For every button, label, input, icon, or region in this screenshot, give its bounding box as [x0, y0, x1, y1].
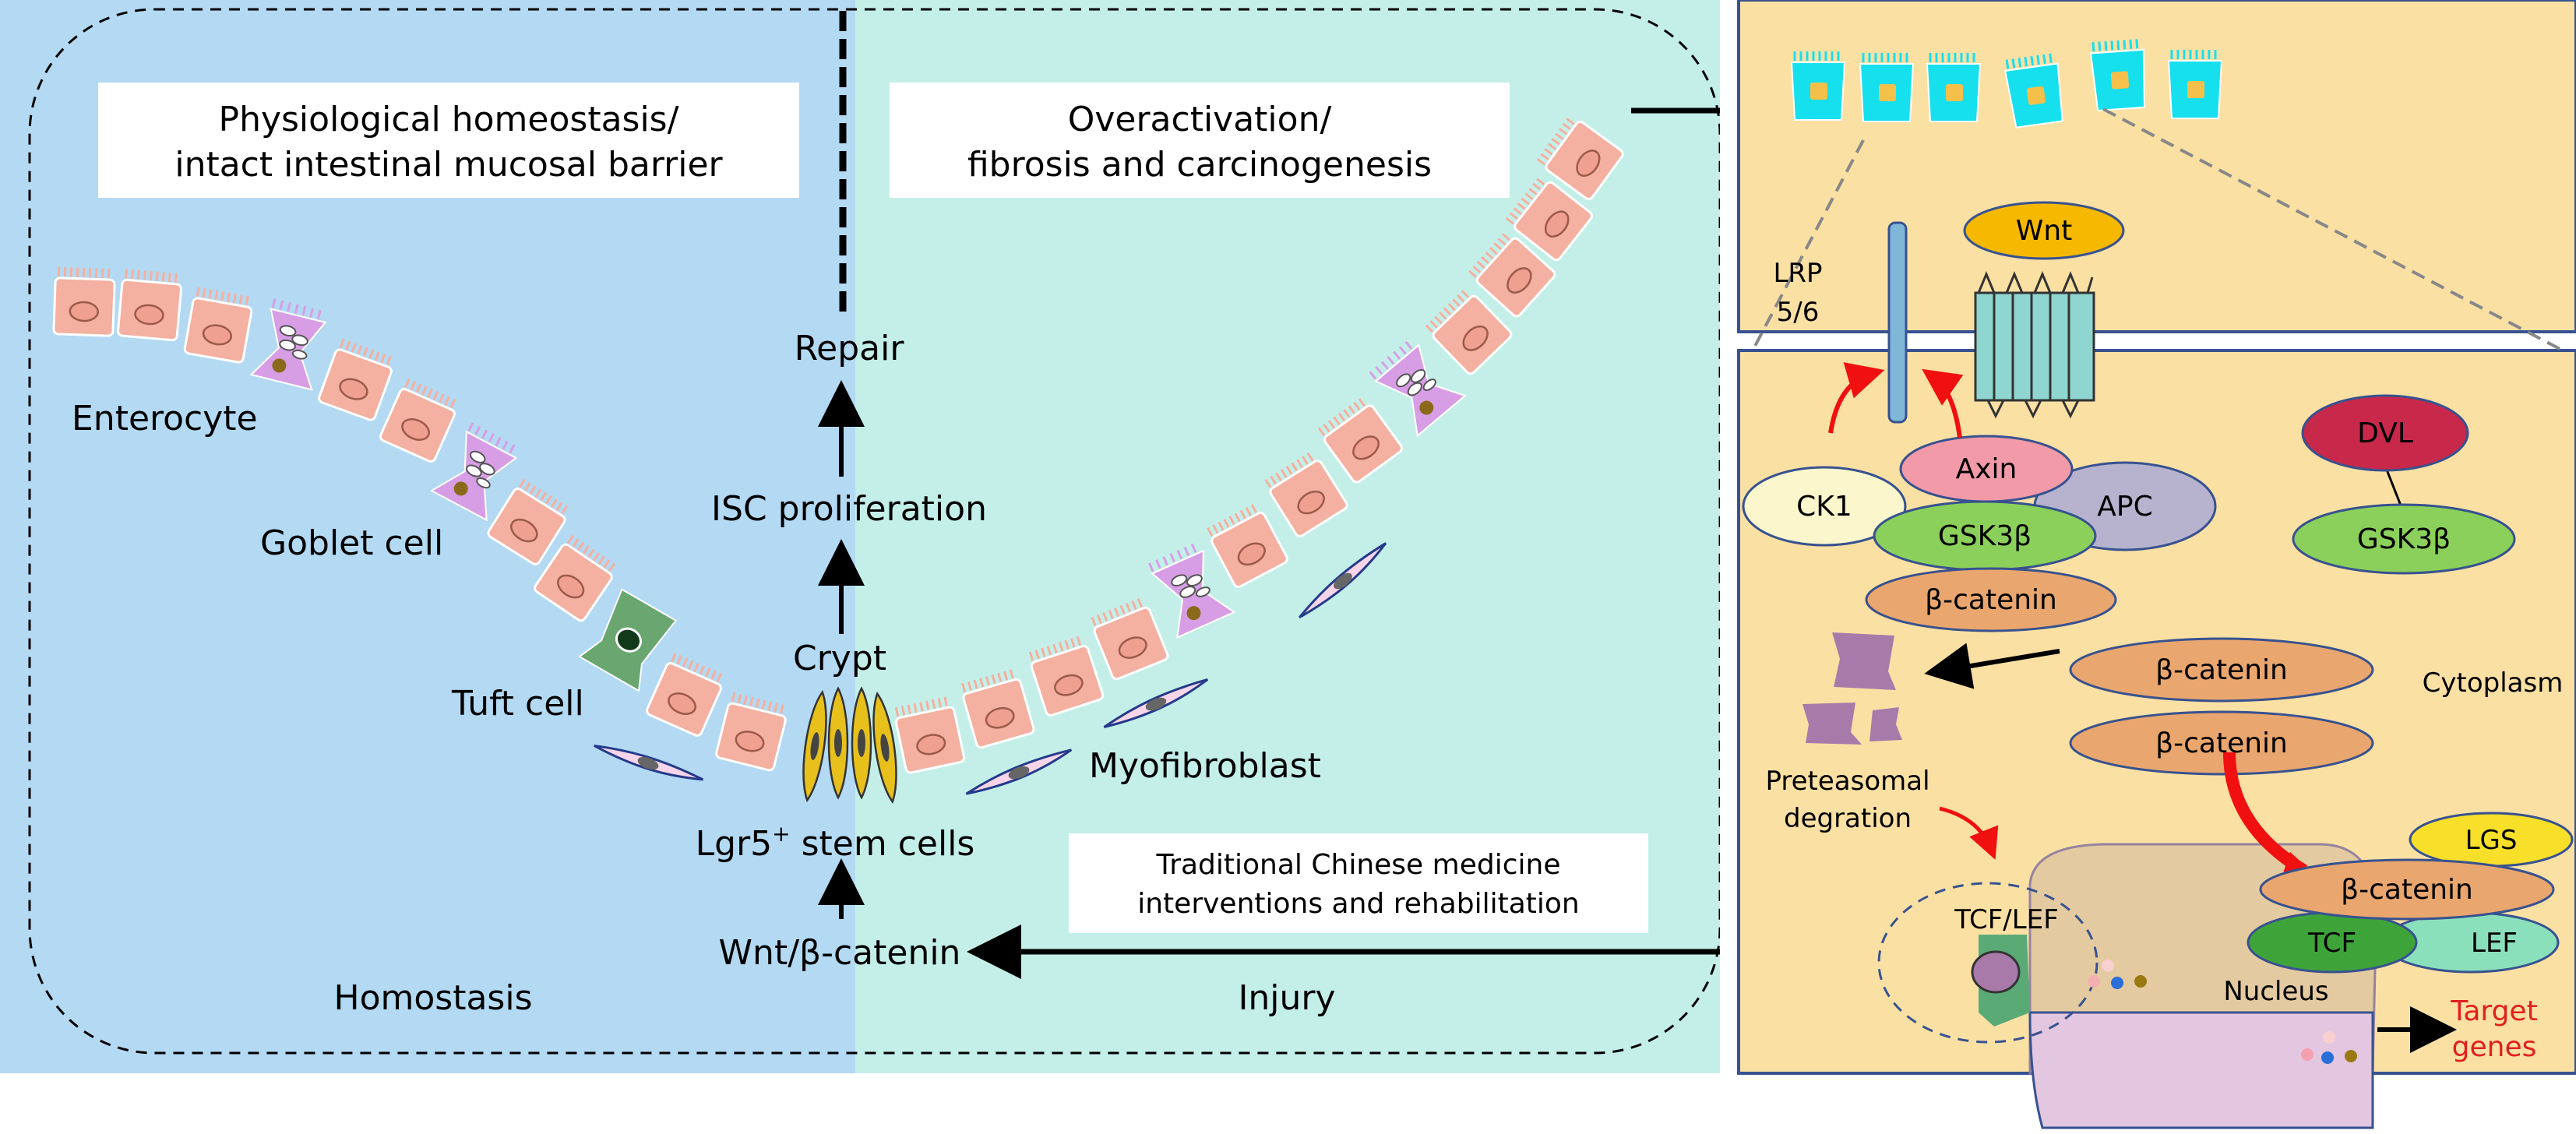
tcm-box	[1069, 833, 1648, 933]
label-tuft-cell: Tuft cell	[451, 684, 584, 724]
label-gsk3b-right: GSK3β	[2357, 523, 2451, 555]
label-repair: Repair	[795, 329, 905, 368]
homeostasis-box	[98, 83, 799, 198]
beta-catenin-2	[2069, 637, 2374, 703]
homeostasis-box-line1: Physiological homeostasis/	[219, 100, 679, 139]
label-proteasome-line1: Preteasomal	[1765, 766, 1929, 797]
homeostasis-box-line2: intact intestinal mucosal barrier	[174, 145, 723, 185]
red-arrow-ck1	[1828, 362, 1885, 434]
red-arrow-nuclear	[2223, 752, 2308, 876]
beta-catenin-nuclear	[2259, 858, 2555, 921]
dots-right	[2301, 1031, 2357, 1064]
dots-left	[2088, 960, 2147, 989]
lrp-receptor	[1887, 221, 1908, 424]
label-tcf: TCF	[2307, 928, 2356, 959]
label-tcf-lef: TCF/LEF	[1954, 904, 2059, 935]
wnt-oval	[1963, 201, 2125, 260]
tcm-line1: Traditional Chinese medicine	[1156, 849, 1561, 881]
overactivation-box-line2: fibrosis and carcinogenesis	[967, 145, 1432, 185]
arrow-to-proteasome	[1924, 643, 2060, 689]
label-beta-catenin-3: β-catenin	[2155, 727, 2288, 759]
beta-catenin-1	[1865, 567, 2117, 632]
label-apc: APC	[2097, 491, 2152, 523]
dvl-oval	[2301, 394, 2469, 472]
red-arrow-proteasome	[1939, 806, 1999, 860]
right-top-panel	[1737, 0, 2576, 333]
label-wnt-beta-catenin: Wnt/β-catenin	[719, 933, 961, 973]
tcf-lef-region	[1877, 882, 2099, 1044]
label-lrp-line1: LRP	[1773, 258, 1822, 289]
ck1-oval	[1742, 466, 1907, 547]
label-cytoplasm: Cytoplasm	[2423, 667, 2564, 699]
label-isc-proliferation: ISC proliferation	[711, 489, 987, 529]
label-target-line2: genes	[2452, 1031, 2537, 1063]
label-injury: Injury	[1238, 978, 1335, 1018]
beta-catenin-3	[2069, 710, 2374, 776]
label-lgr5-stem-cells: Lgr5+ stem cells	[696, 821, 975, 864]
label-enterocyte: Enterocyte	[72, 399, 258, 438]
label-beta-catenin-nuclear: β-catenin	[2341, 874, 2473, 906]
epithelium-left	[52, 266, 791, 773]
label-crypt: Crypt	[793, 639, 886, 678]
label-gsk3b-left: GSK3β	[1938, 520, 2032, 552]
label-nucleus: Nucleus	[2223, 976, 2328, 1007]
tuft-cell	[578, 588, 678, 692]
frizzled-receptor	[1974, 271, 2095, 419]
label-wnt: Wnt	[2016, 215, 2073, 247]
overactivation-box-line1: Overactivation/	[1068, 100, 1332, 139]
gsk3b-right-oval	[2292, 503, 2516, 575]
label-proteasome-line2: degration	[1784, 803, 1912, 834]
label-beta-catenin-2: β-catenin	[2155, 654, 2288, 686]
label-lrp-line2: 5/6	[1777, 297, 1820, 328]
label-target-line1: Target	[2450, 995, 2537, 1027]
tcm-line2: interventions and rehabilitation	[1137, 888, 1580, 920]
proteasome-fragments	[1802, 632, 1902, 745]
label-homostasis: Homostasis	[334, 978, 533, 1018]
label-lef: LEF	[2471, 928, 2518, 959]
label-lgs: LGS	[2465, 825, 2518, 856]
label-myofibroblast: Myofibroblast	[1089, 746, 1321, 786]
nucleus-lower	[2028, 1011, 2374, 1129]
label-ck1: CK1	[1796, 491, 1852, 523]
red-arrow-axin	[1922, 368, 1964, 438]
tcf-lef-complex	[1971, 935, 2030, 1027]
label-dvl: DVL	[2357, 417, 2413, 449]
label-axin: Axin	[1956, 453, 2017, 485]
dashed-border	[28, 8, 1721, 1055]
label-goblet-cell: Goblet cell	[260, 523, 443, 563]
label-beta-catenin-1: β-catenin	[1925, 584, 2057, 616]
overactivation-box	[890, 83, 1510, 198]
